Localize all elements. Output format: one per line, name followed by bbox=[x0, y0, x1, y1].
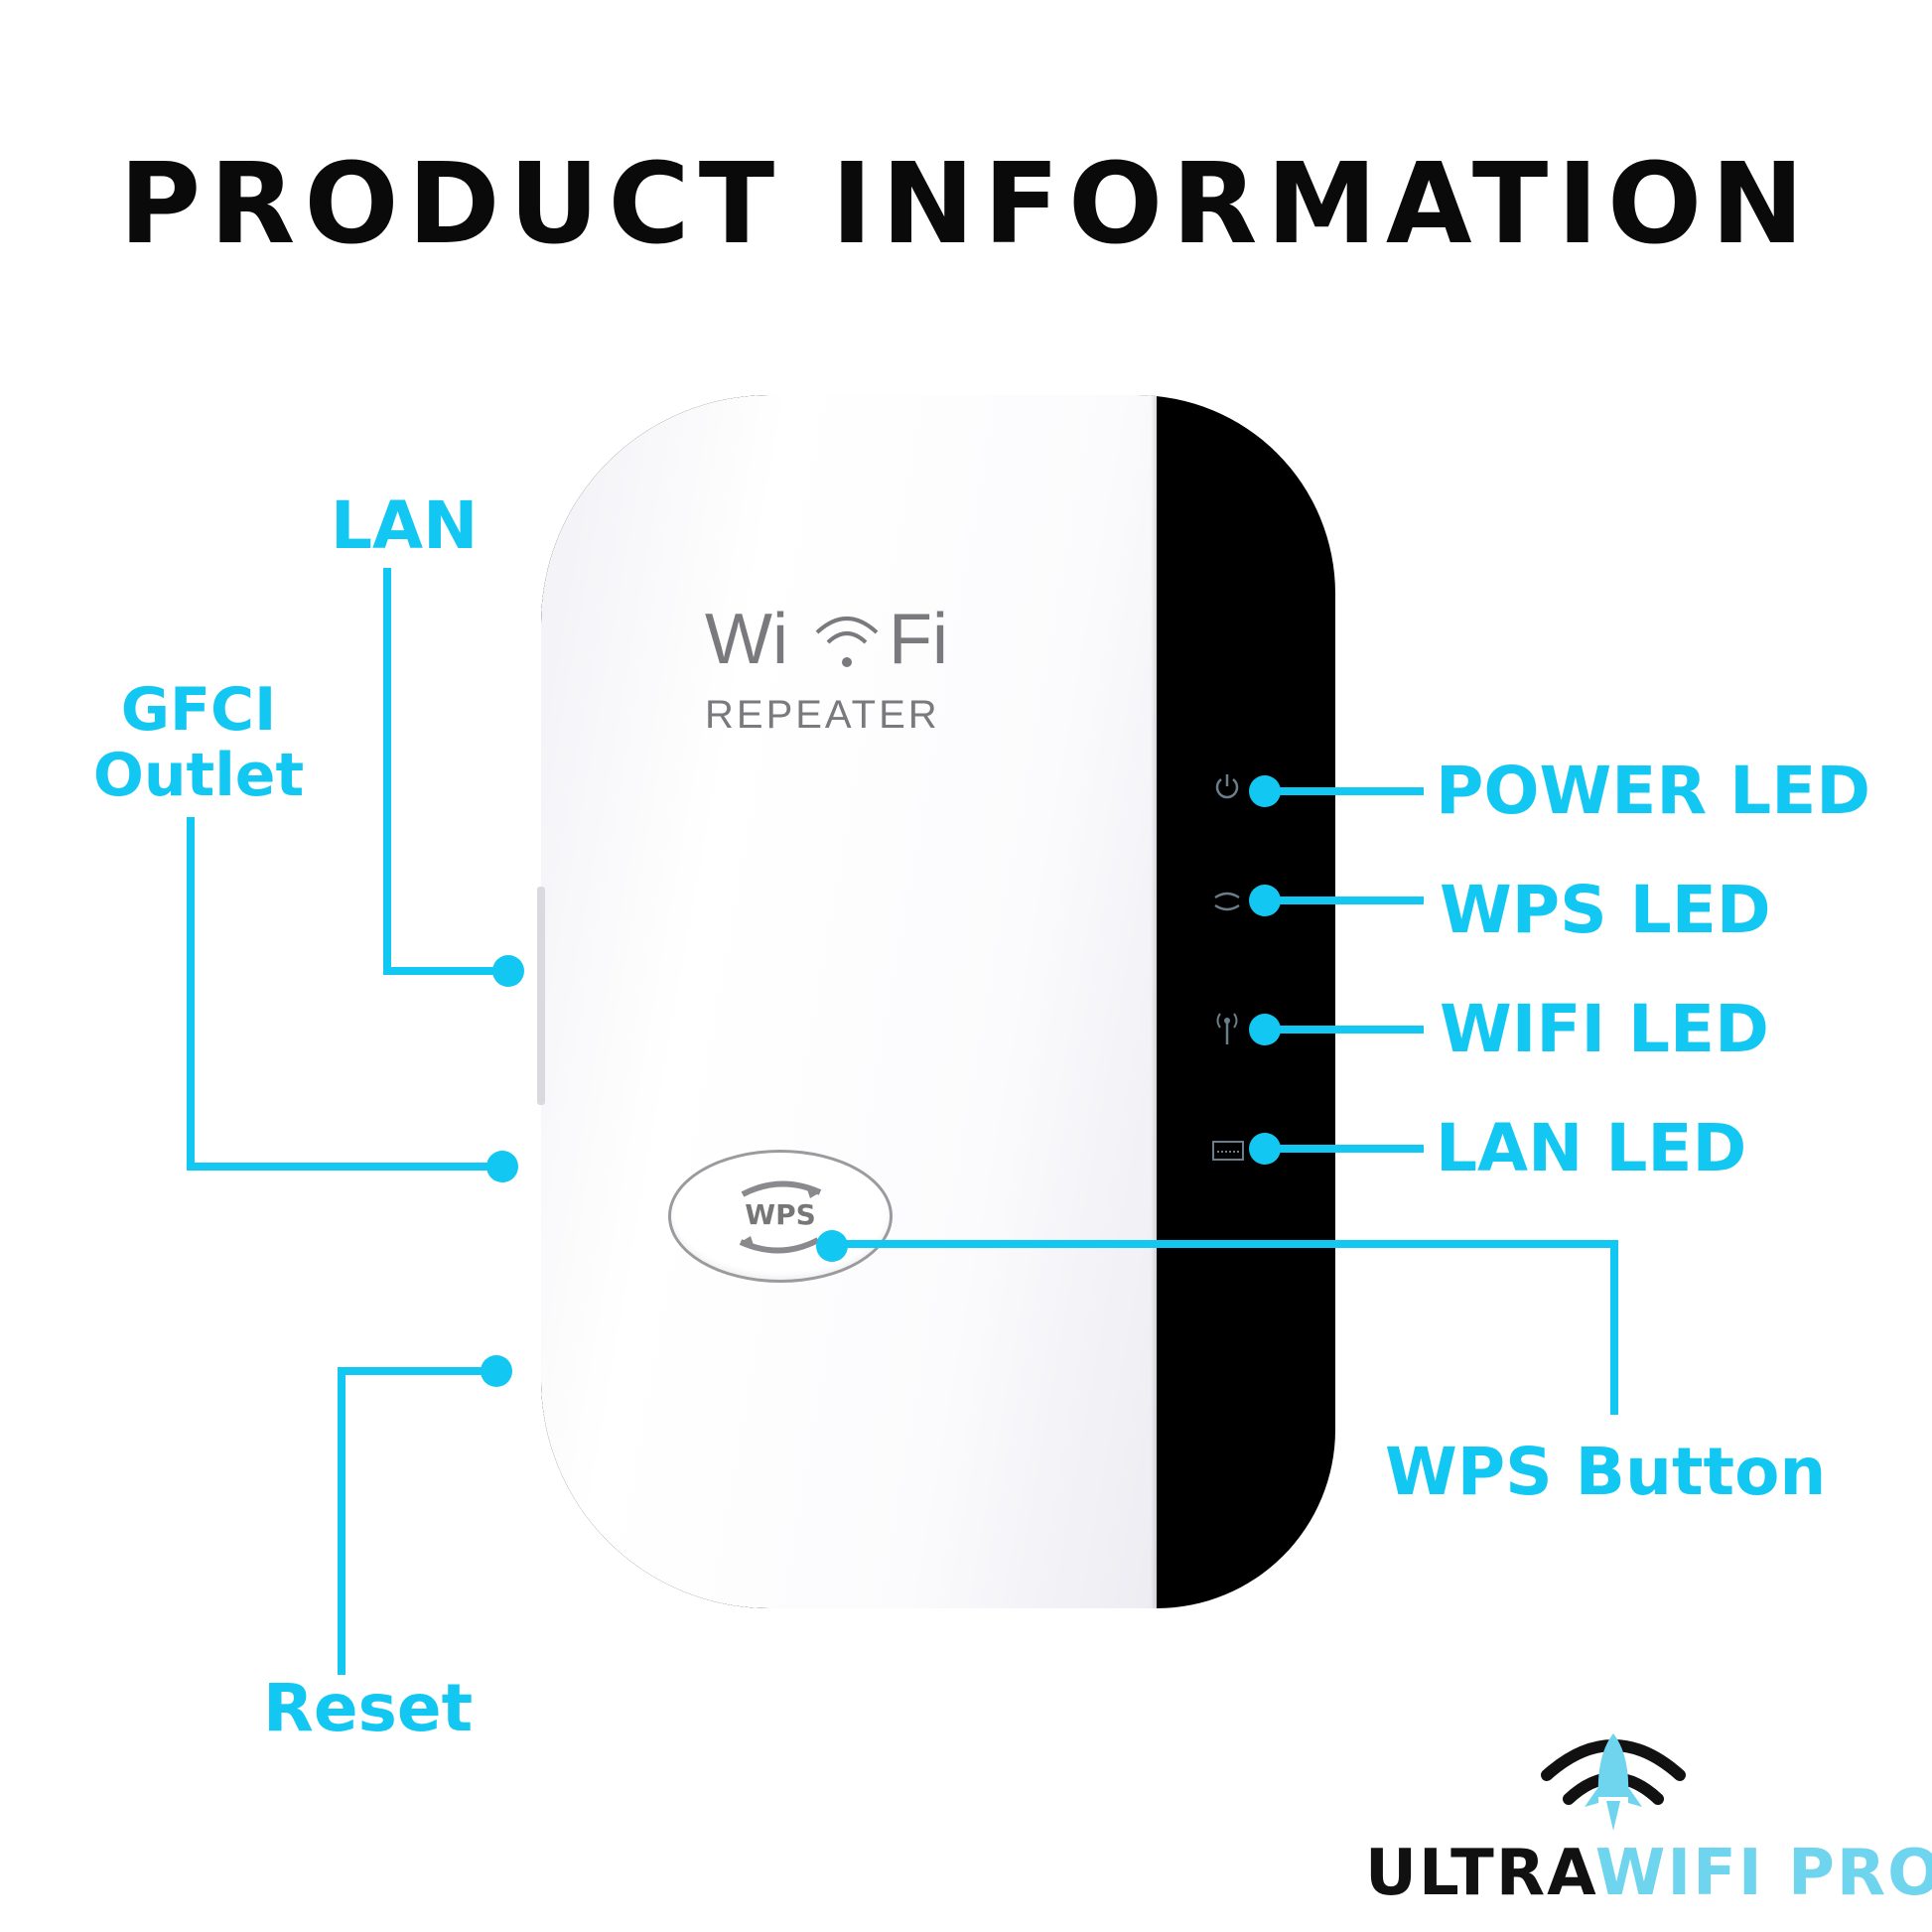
logo-wifi-pro: WIFI PRO bbox=[1594, 1837, 1932, 1910]
callout-lan: LAN bbox=[331, 487, 479, 564]
wps-button-label: WPS bbox=[745, 1198, 816, 1231]
ultrawifipro-logo: ULTRAWIFI PRO bbox=[1365, 1727, 1932, 1906]
connector-lan-vertical bbox=[383, 568, 391, 975]
connector-lan-horizontal bbox=[383, 967, 508, 975]
dot-gfci bbox=[486, 1151, 518, 1182]
connector-wps-led bbox=[1265, 897, 1424, 904]
device-front-panel bbox=[541, 395, 1157, 1608]
wifi-brand-text: Wi Fi bbox=[705, 599, 963, 679]
connector-wifi-led bbox=[1265, 1026, 1424, 1034]
wifi-repeater-device: Wi Fi REPEATER WPS bbox=[537, 395, 1335, 1608]
connector-reset-horizontal bbox=[338, 1367, 496, 1375]
callout-power-led: POWER LED bbox=[1436, 753, 1871, 829]
connector-lan-led bbox=[1265, 1145, 1424, 1153]
connector-wps-button-vertical bbox=[1610, 1240, 1618, 1415]
dot-reset bbox=[481, 1355, 512, 1387]
brand-fi: Fi bbox=[889, 600, 948, 679]
wps-arrows-icon bbox=[739, 1180, 822, 1254]
callout-wps-button: WPS Button bbox=[1385, 1434, 1827, 1510]
callout-wps-led: WPS LED bbox=[1440, 872, 1771, 948]
page-title: PRODUCT INFORMATION bbox=[119, 140, 1813, 269]
callout-gfci: GFCI Outlet bbox=[69, 677, 328, 808]
wifi-rocket-icon bbox=[1541, 1733, 1686, 1831]
device-body bbox=[541, 395, 1335, 1608]
logo-ultra: ULTRA bbox=[1365, 1837, 1595, 1910]
callout-lan-led: LAN LED bbox=[1436, 1110, 1747, 1186]
lan-port bbox=[537, 887, 545, 1105]
power-icon bbox=[1215, 774, 1239, 799]
callout-reset: Reset bbox=[263, 1670, 474, 1746]
wps-button[interactable]: WPS bbox=[668, 1150, 893, 1283]
antenna-icon bbox=[1216, 1013, 1238, 1044]
connector-reset-vertical bbox=[338, 1367, 345, 1675]
wifi-signal-icon bbox=[815, 617, 879, 667]
connector-power-led bbox=[1265, 787, 1424, 795]
callout-wifi-led: WIFI LED bbox=[1440, 991, 1769, 1067]
brand-wi: Wi bbox=[705, 600, 788, 679]
brand-repeater: REPEATER bbox=[705, 693, 940, 737]
wps-link-icon bbox=[1214, 892, 1240, 911]
connector-gfci-vertical bbox=[187, 817, 195, 1171]
dot-lan bbox=[492, 955, 524, 987]
connector-wps-button-horizontal bbox=[832, 1240, 1618, 1248]
callout-gfci-line2: Outlet bbox=[92, 741, 305, 810]
connector-gfci-horizontal bbox=[187, 1163, 502, 1171]
lan-port-icon bbox=[1212, 1141, 1244, 1161]
logo-wordmark: ULTRAWIFI PRO bbox=[1365, 1842, 1932, 1905]
callout-gfci-line1: GFCI bbox=[120, 675, 277, 745]
